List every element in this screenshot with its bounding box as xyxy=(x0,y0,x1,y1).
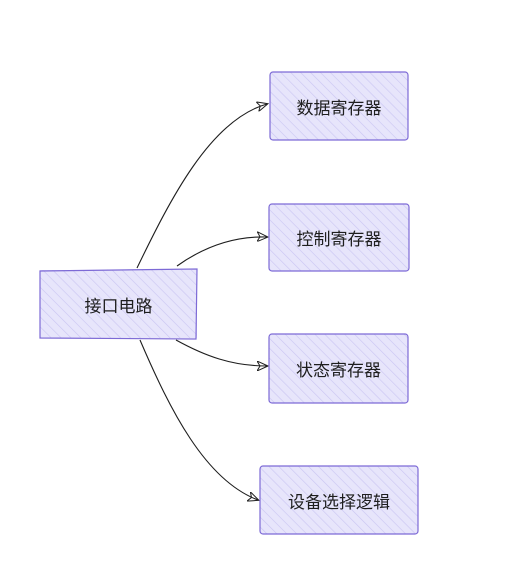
edge-root-to-device-select-logic xyxy=(139,339,258,500)
nodes xyxy=(39,71,419,535)
edge-root-to-control-register xyxy=(176,237,267,267)
edge-root-to-data-register xyxy=(136,104,267,269)
node-device-select-logic[interactable] xyxy=(259,465,419,535)
node-status-register[interactable] xyxy=(268,333,409,404)
node-data-register[interactable] xyxy=(269,71,409,141)
node-control-register[interactable] xyxy=(268,203,410,272)
edge-root-to-status-register xyxy=(175,339,267,366)
edges xyxy=(136,104,267,500)
node-root[interactable] xyxy=(39,268,198,340)
